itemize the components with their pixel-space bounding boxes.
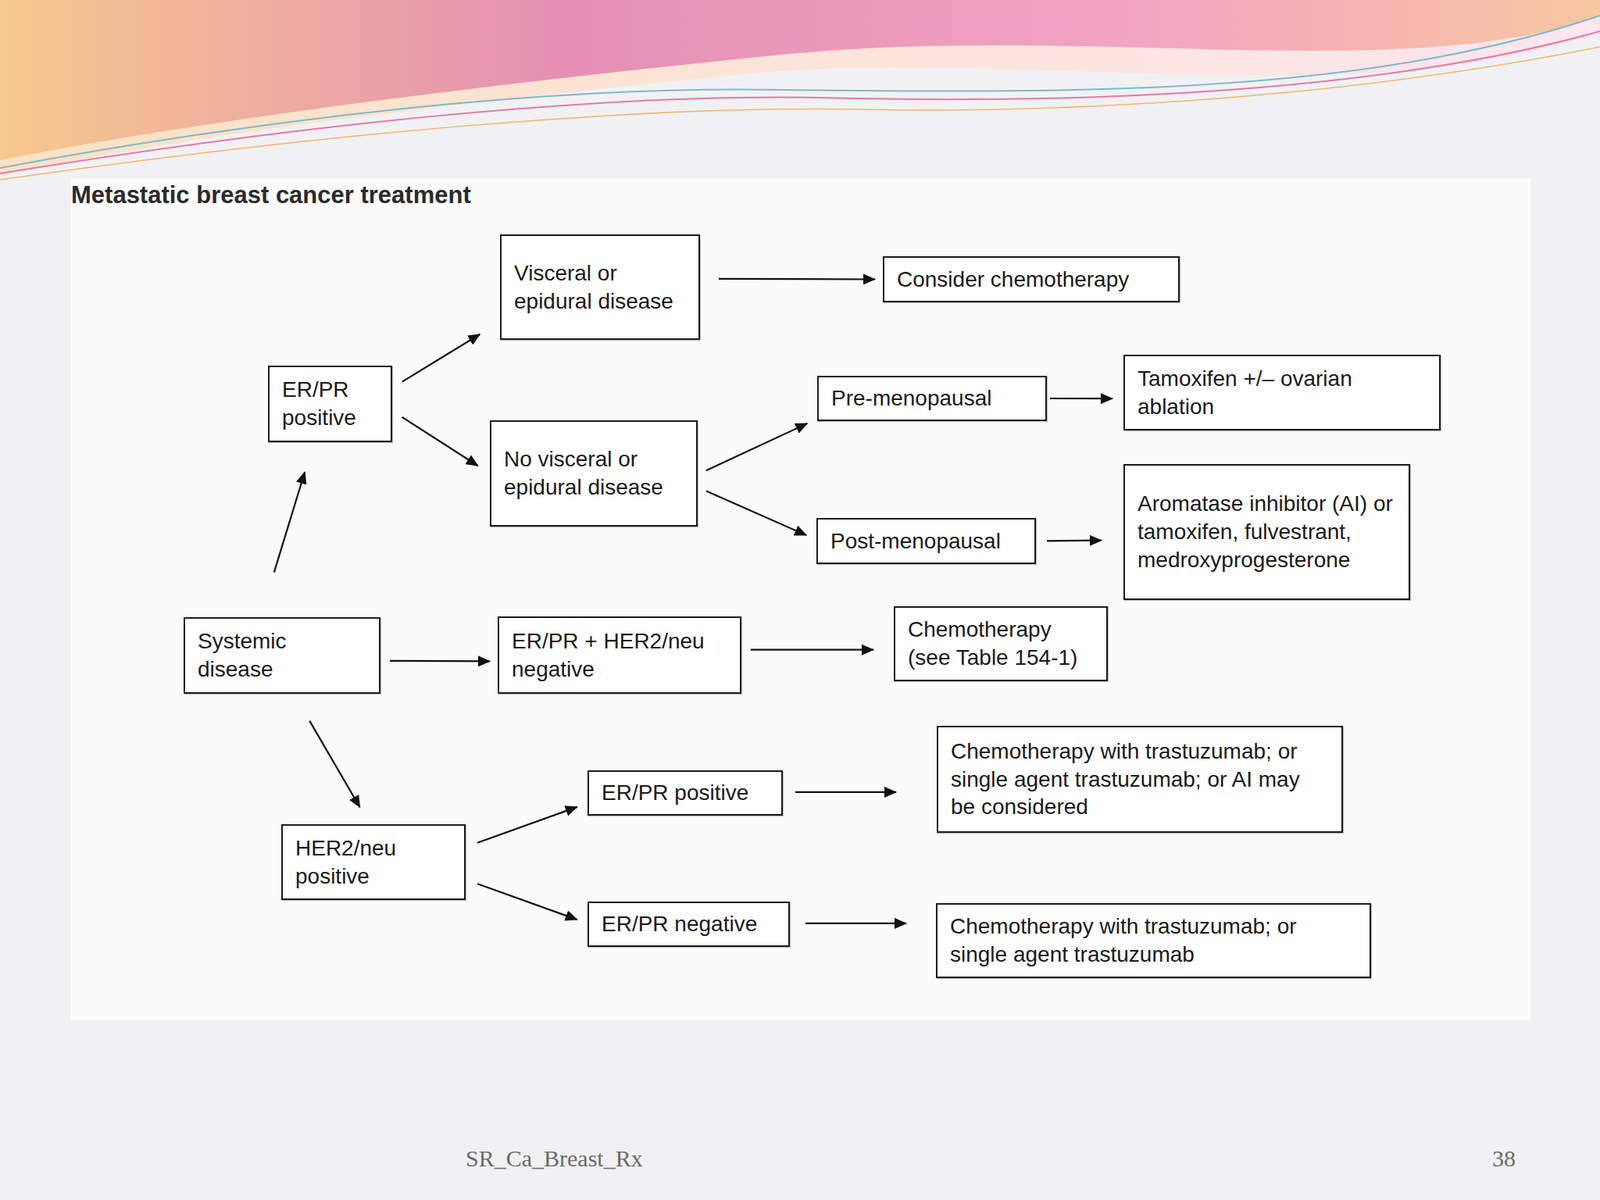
process-box: ER/PR positive <box>267 365 393 443</box>
process-box: No visceral or epidural disease <box>489 420 698 527</box>
box-text: ER/PR negative <box>601 910 758 939</box>
wave-band <box>0 0 1600 161</box>
box-text: Tamoxifen +/– ovarian ablation <box>1137 364 1427 422</box>
flow-arrow <box>1050 397 1113 400</box>
flow-arrow <box>718 278 875 281</box>
flow-arrow <box>706 491 807 536</box>
wave-band <box>0 0 1600 176</box>
wave-line <box>0 15 1600 168</box>
process-box: Chemotherapy with trastuzumab; or single… <box>936 725 1343 833</box>
box-text: HER2/neu positive <box>295 834 452 891</box>
box-text: ER/PR positive <box>282 375 379 433</box>
process-box: Visceral or epidural disease <box>500 234 700 340</box>
box-text: Chemotherapy with trastuzumab; or single… <box>950 912 1358 969</box>
flow-arrow <box>706 423 808 471</box>
process-box: ER/PR positive <box>587 770 783 816</box>
box-text: Pre-menopausal <box>831 384 992 413</box>
process-box: ER/PR negative <box>587 901 790 947</box>
box-text: Visceral or epidural disease <box>514 259 686 316</box>
process-box: Aromatase inhibitor (AI) or tamoxifen, f… <box>1123 464 1411 600</box>
box-text: Systemic disease <box>197 627 367 684</box>
box-text: ER/PR + HER2/neu negative <box>511 627 728 684</box>
page-number: 38 <box>1492 1145 1516 1172</box>
process-box: Tamoxifen +/– ovarian ablation <box>1123 354 1441 431</box>
wave-line <box>0 46 1600 180</box>
box-text: Chemotherapy (see Table 154-1) <box>907 615 1094 672</box>
box-text: No visceral or epidural disease <box>503 445 684 502</box>
flow-arrow <box>477 883 578 920</box>
process-box: Systemic disease <box>183 617 381 694</box>
process-box: Consider chemotherapy <box>882 256 1180 303</box>
flow-arrow <box>805 922 907 925</box>
box-text: Post-menopausal <box>830 527 1001 556</box>
flow-arrow <box>477 807 578 843</box>
flow-arrow <box>795 791 897 793</box>
wave-line <box>0 31 1600 174</box>
flow-arrow <box>274 471 305 572</box>
process-box: Post-menopausal <box>816 517 1036 565</box>
flow-arrow <box>389 660 490 663</box>
process-box: ER/PR + HER2/neu negative <box>497 616 742 694</box>
process-box: Chemotherapy (see Table 154-1) <box>893 606 1108 682</box>
flow-arrow <box>402 417 479 466</box>
box-text: ER/PR positive <box>601 778 749 808</box>
box-text: Chemotherapy with trastuzumab; or single… <box>950 737 1329 822</box>
box-text: Aromatase inhibitor (AI) or tamoxifen, f… <box>1137 489 1397 574</box>
flow-arrow <box>750 648 874 650</box>
process-box: Chemotherapy with trastuzumab; or single… <box>935 903 1372 979</box>
box-text: Consider chemotherapy <box>896 265 1129 294</box>
flow-arrow <box>309 721 361 808</box>
flow-arrow <box>402 334 481 383</box>
flow-arrow <box>1046 539 1102 543</box>
diagram-title: Metastatic breast cancer treatment <box>71 181 472 210</box>
process-box: HER2/neu positive <box>281 824 466 900</box>
footer-text: SR_Ca_Breast_Rx <box>465 1145 643 1172</box>
process-box: Pre-menopausal <box>817 375 1047 422</box>
